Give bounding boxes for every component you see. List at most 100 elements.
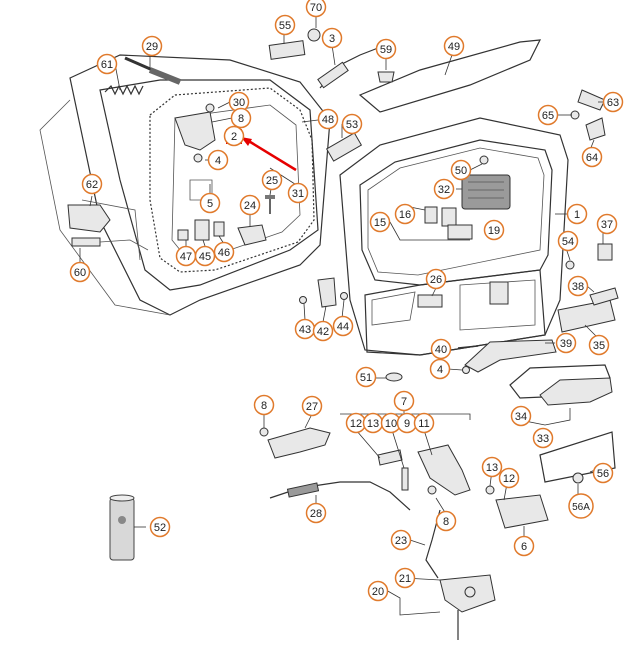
callout-bubble [239,194,261,216]
spoiler [358,39,542,113]
callout-label: 30 [233,97,245,109]
callout-bubble [194,245,216,267]
callout-c21: 21 [394,567,416,589]
callout-bubble [430,338,452,360]
callout-bubble [390,529,412,551]
callout-label: 10 [385,418,397,430]
callout-c64: 64 [581,146,603,168]
callout-c16: 16 [394,203,416,225]
callout-bubble [555,332,577,354]
part-56a-cap [572,472,584,484]
callout-bubble [253,394,275,416]
callout-label: 7 [401,396,407,408]
callout-label: 56A [572,502,590,513]
part-26 [417,294,443,308]
callout-c19: 19 [483,219,505,241]
part-8b [259,427,269,437]
part-4b [462,366,470,374]
callout-bubble [96,53,118,75]
callout-label: 4 [437,364,443,376]
callout-label: 4 [215,155,221,167]
callout-c7: 7 [393,390,415,412]
part-32 [461,174,511,210]
callout-label: 34 [515,411,527,423]
part-38 [589,287,619,306]
callout-bubble [435,510,457,532]
hinge-assembly [174,103,216,201]
part-39-handle [464,339,557,373]
callout-bubble [581,146,603,168]
callout-c28: 28 [305,502,327,524]
callout-label: 49 [448,41,460,53]
callout-label: 15 [374,217,386,229]
callout-label: 59 [380,44,392,56]
callout-bubble [312,320,334,342]
callout-c40: 40 [430,338,452,360]
callout-bubble [369,211,391,233]
callout-c48: 48 [317,108,339,130]
callout-c45: 45 [194,245,216,267]
callout-label: 33 [537,433,549,445]
callout-c4b: 4 [429,358,451,380]
callout-label: 29 [146,41,158,53]
callout-label: 51 [360,372,372,384]
callout-c42: 42 [312,320,334,342]
callout-c49: 49 [443,35,465,57]
callout-label: 8 [261,400,267,412]
callout-c37: 37 [596,213,618,235]
callout-c35: 35 [588,334,610,356]
callout-label: 13 [486,462,498,474]
callout-label: 16 [399,209,411,221]
callout-c26: 26 [425,268,447,290]
part-40-screw [457,345,479,349]
callout-c32: 32 [433,178,455,200]
callout-c29: 29 [141,35,163,57]
callout-c4a: 4 [207,149,229,171]
callout-c1: 1 [566,203,588,225]
callout-label: 48 [322,114,334,126]
callout-c25: 25 [261,169,283,191]
callout-bubble [305,502,327,524]
part-20-lock [439,574,496,640]
callout-c11: 11 [413,412,435,434]
callout-label: 40 [435,344,447,356]
callout-bubble [341,113,363,135]
callout-bubble [425,268,447,290]
callout-label: 55 [279,20,291,32]
callout-c23: 23 [390,529,412,551]
callout-label: 39 [560,338,572,350]
callout-label: 37 [601,219,613,231]
callout-bubble [596,213,618,235]
callout-label: 27 [306,401,318,413]
part-37 [597,243,613,261]
callout-bubble [481,456,503,478]
callout-c47: 47 [175,245,197,267]
callout-c8a: 8 [230,107,252,129]
part-54 [565,260,575,270]
callout-c34: 34 [510,405,532,427]
part-60 [71,237,149,251]
callout-bubble [375,38,397,60]
callout-label: 56 [597,468,609,480]
callout-bubble [443,35,465,57]
callout-label: 3 [329,33,335,45]
callout-label: 60 [74,267,86,279]
callout-bubble [413,412,435,434]
callout-c43: 43 [294,318,316,340]
callout-label: 54 [562,236,574,248]
callout-bubble [287,182,309,204]
tailgate-panel [339,117,569,356]
callout-label: 9 [404,418,410,430]
callout-label: 25 [266,175,278,187]
callout-label: 6 [521,541,527,553]
cable-clip [317,61,349,89]
callout-c6: 6 [513,535,535,557]
parts-43-42-44 [299,277,348,308]
callout-label: 21 [399,573,411,585]
callout-label: 50 [455,165,467,177]
callout-bubble [367,580,389,602]
callout-label: 62 [86,179,98,191]
callout-label: 53 [346,119,358,131]
callout-bubble [305,0,327,18]
